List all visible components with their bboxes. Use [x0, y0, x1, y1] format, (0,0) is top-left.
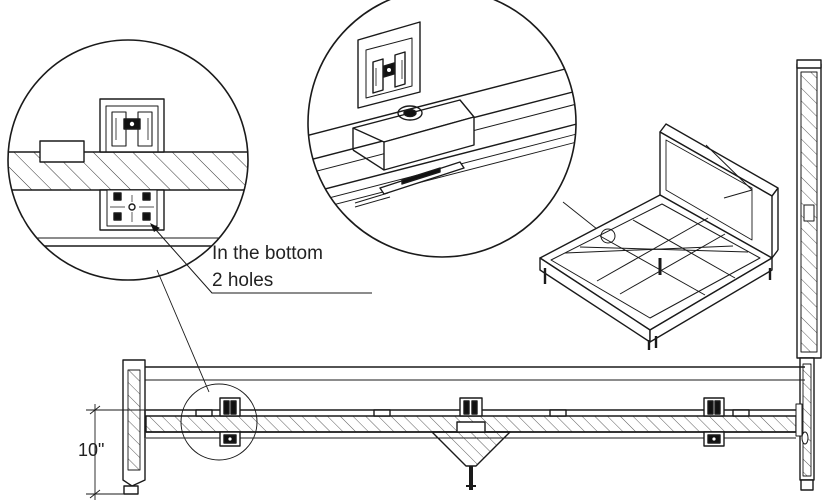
bed-isometric-view: [539, 123, 779, 350]
bed-side-elevation: [122, 59, 822, 495]
callout-text-holes: 2 holes: [212, 270, 274, 291]
detail-circle-left: [7, 39, 249, 281]
height-dimension: [86, 404, 150, 500]
callout-text-bottom: In the bottom: [212, 243, 323, 264]
height-dimension-label: 10": [78, 440, 105, 460]
detail-circle-top: [307, 0, 577, 258]
